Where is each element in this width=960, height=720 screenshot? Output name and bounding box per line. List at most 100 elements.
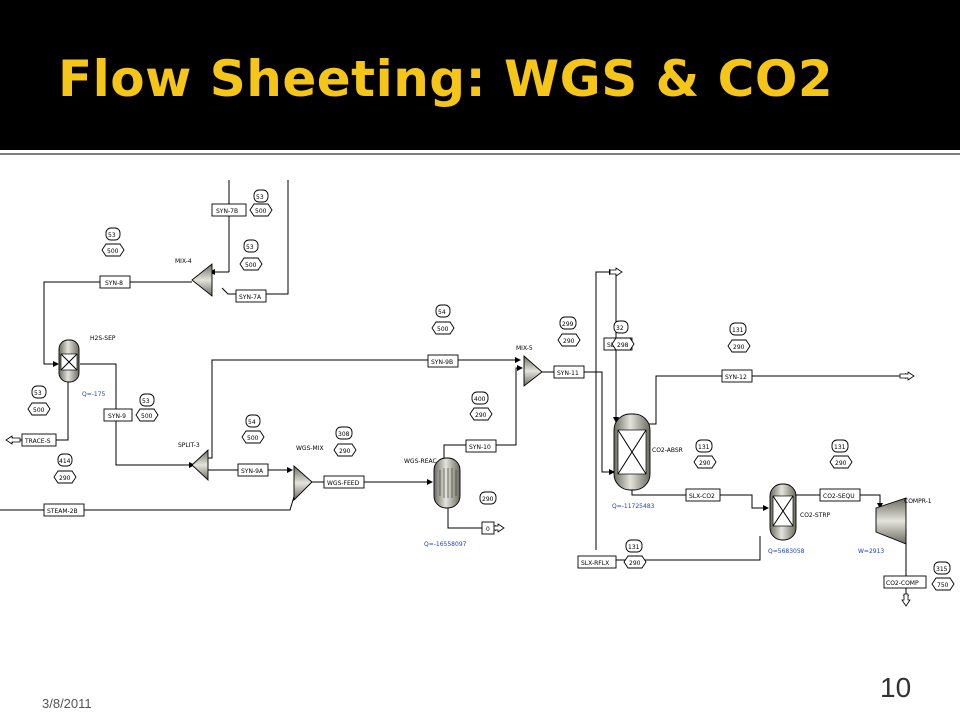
syn9-pres-flag <box>135 408 159 422</box>
wgs-reac-vessel <box>433 457 461 509</box>
syn9-temp: 53 <box>142 398 150 405</box>
slxin-temp-flag <box>613 320 629 334</box>
co2comp-tag <box>883 575 927 589</box>
traces-pres-flag <box>27 402 51 416</box>
slxin-top-line <box>595 269 615 460</box>
steam2b-pres-flag <box>53 470 77 484</box>
syn11-pres-flag <box>557 333 581 347</box>
footer-date: 3/8/2011 <box>42 696 92 711</box>
syn9a-tag <box>237 463 269 477</box>
syn8-name: SYN-8 <box>105 280 123 287</box>
compr1-work: W=2913 <box>858 548 884 555</box>
traces-pres: 500 <box>33 407 45 414</box>
co2-absr-label: CO2-ABSR <box>652 447 683 454</box>
syn9b-name: SYN-9B <box>431 359 453 366</box>
slxin-pres: 298 <box>617 342 629 349</box>
steam2b-temp: 414 <box>59 458 71 465</box>
mix4-label: MIX-4 <box>175 258 192 265</box>
wgs-reac-tubes <box>439 468 457 498</box>
syn7b-name: SYN-7B <box>216 208 238 215</box>
split3-label: SPLIT-3 <box>178 442 200 449</box>
traces-tag <box>21 433 57 447</box>
syn9b-temp: 54 <box>438 309 446 316</box>
traces-name: TRACE-S <box>24 438 51 445</box>
slxrflx-temp: 131 <box>628 544 640 551</box>
syn8-pres-flag <box>101 243 125 257</box>
syn10-line <box>443 365 523 458</box>
wgs-reac-duty: Q=-16558097 <box>424 541 467 548</box>
slxco2-temp: 131 <box>698 444 710 451</box>
syn8-temp: 53 <box>108 232 116 239</box>
syn12-name: SYN-12 <box>725 374 747 381</box>
syn9a-pres-flag <box>241 430 265 444</box>
h2s-sep-duty: Q=-175 <box>82 391 106 398</box>
co2-absr-cross <box>617 429 647 475</box>
syn12-temp-flag <box>729 322 747 336</box>
title-bar <box>0 0 960 150</box>
co2comp-product-arrow <box>901 593 911 607</box>
compr1-label: COMPR-1 <box>904 498 932 505</box>
syn8-pres: 500 <box>107 248 119 255</box>
syn9a-temp-flag <box>245 414 261 428</box>
co2sequ-temp-flag <box>831 439 849 453</box>
h2s-sep-cross <box>60 353 78 371</box>
slxrflx-name: SLX-RFLX <box>581 560 609 567</box>
co2sequ-pres: 290 <box>835 460 847 467</box>
syn10-pres-flag <box>469 407 493 421</box>
syn7b-tag <box>211 203 247 217</box>
slxco2-tag <box>685 488 721 502</box>
slxrflx-temp-flag <box>625 539 643 553</box>
slxrflx-pres: 290 <box>629 560 641 567</box>
syn10-temp-flag <box>471 391 489 405</box>
syn11-name: SYN-11 <box>557 370 579 377</box>
steam2b-tag <box>43 503 85 517</box>
syn7b-pres: 500 <box>255 208 267 215</box>
co2sequ-temp: 131 <box>834 444 846 451</box>
co2sequ-tag <box>819 488 861 502</box>
wgsfeed-name: WGS-FEED <box>327 480 360 487</box>
co2-strp-label: CO2-STRP <box>800 512 831 519</box>
syn9b-line <box>208 357 521 459</box>
syn11-pres: 290 <box>563 338 575 345</box>
title-divider <box>0 153 960 155</box>
slxrflx-tag <box>577 555 617 569</box>
syn7b-temp-flag <box>253 189 269 203</box>
syn11-temp: 299 <box>562 321 574 328</box>
syn12-pres-flag <box>727 339 751 353</box>
steam2b-pres: 290 <box>59 475 71 482</box>
syn9a-name: SYN-9A <box>241 468 264 475</box>
steam2b-name: STEAM-2B <box>47 508 78 515</box>
syn7b-temp: 53 <box>256 194 264 201</box>
syn9b-pres-flag <box>431 321 455 335</box>
co2comp-name: CO2-COMP <box>886 580 919 587</box>
wgs-mix-block <box>293 464 313 502</box>
syn7a-temp-flag <box>243 239 259 253</box>
syn9b-tag <box>427 354 459 368</box>
syn9b-temp-flag <box>435 304 451 318</box>
slxin-pres-flag <box>611 337 635 351</box>
slide-number: 10 <box>880 672 912 703</box>
slide-title: Flow Sheeting: WGS & CO2 <box>58 50 834 108</box>
wgsfeed-pres: 290 <box>339 448 351 455</box>
wgsfeed-pres-flag <box>333 443 357 457</box>
slxco2-pres: 290 <box>699 460 711 467</box>
wgsfeed-tag <box>323 475 365 489</box>
traces-product-arrow <box>5 435 21 445</box>
syn11-line <box>542 371 615 475</box>
syn10-name: SYN-10 <box>469 444 491 451</box>
syn12-pres: 290 <box>733 344 745 351</box>
syn9a-temp: 54 <box>248 419 256 426</box>
syn10-temp: 400 <box>474 396 486 403</box>
syn12-temp: 131 <box>732 327 744 334</box>
syn9a-pres: 500 <box>247 435 259 442</box>
syn7a-pres-flag <box>239 257 263 271</box>
equipment: MIX-4 H2S-SEP Q=-175 SPLIT-3 WGS-MIX WGS… <box>58 258 932 555</box>
syn12-product-arrow <box>899 371 915 381</box>
wgsfeed-temp-flag <box>335 426 353 440</box>
wgs-reac-label: WGS-REAC <box>404 458 437 465</box>
syn9-tag <box>103 408 133 422</box>
co2comp-pres-flag <box>931 577 955 591</box>
syn8-temp-flag <box>105 227 121 241</box>
wgsreac-out-pres: 0 <box>486 526 490 533</box>
slxco2-name: SLX-CO2 <box>689 493 715 500</box>
